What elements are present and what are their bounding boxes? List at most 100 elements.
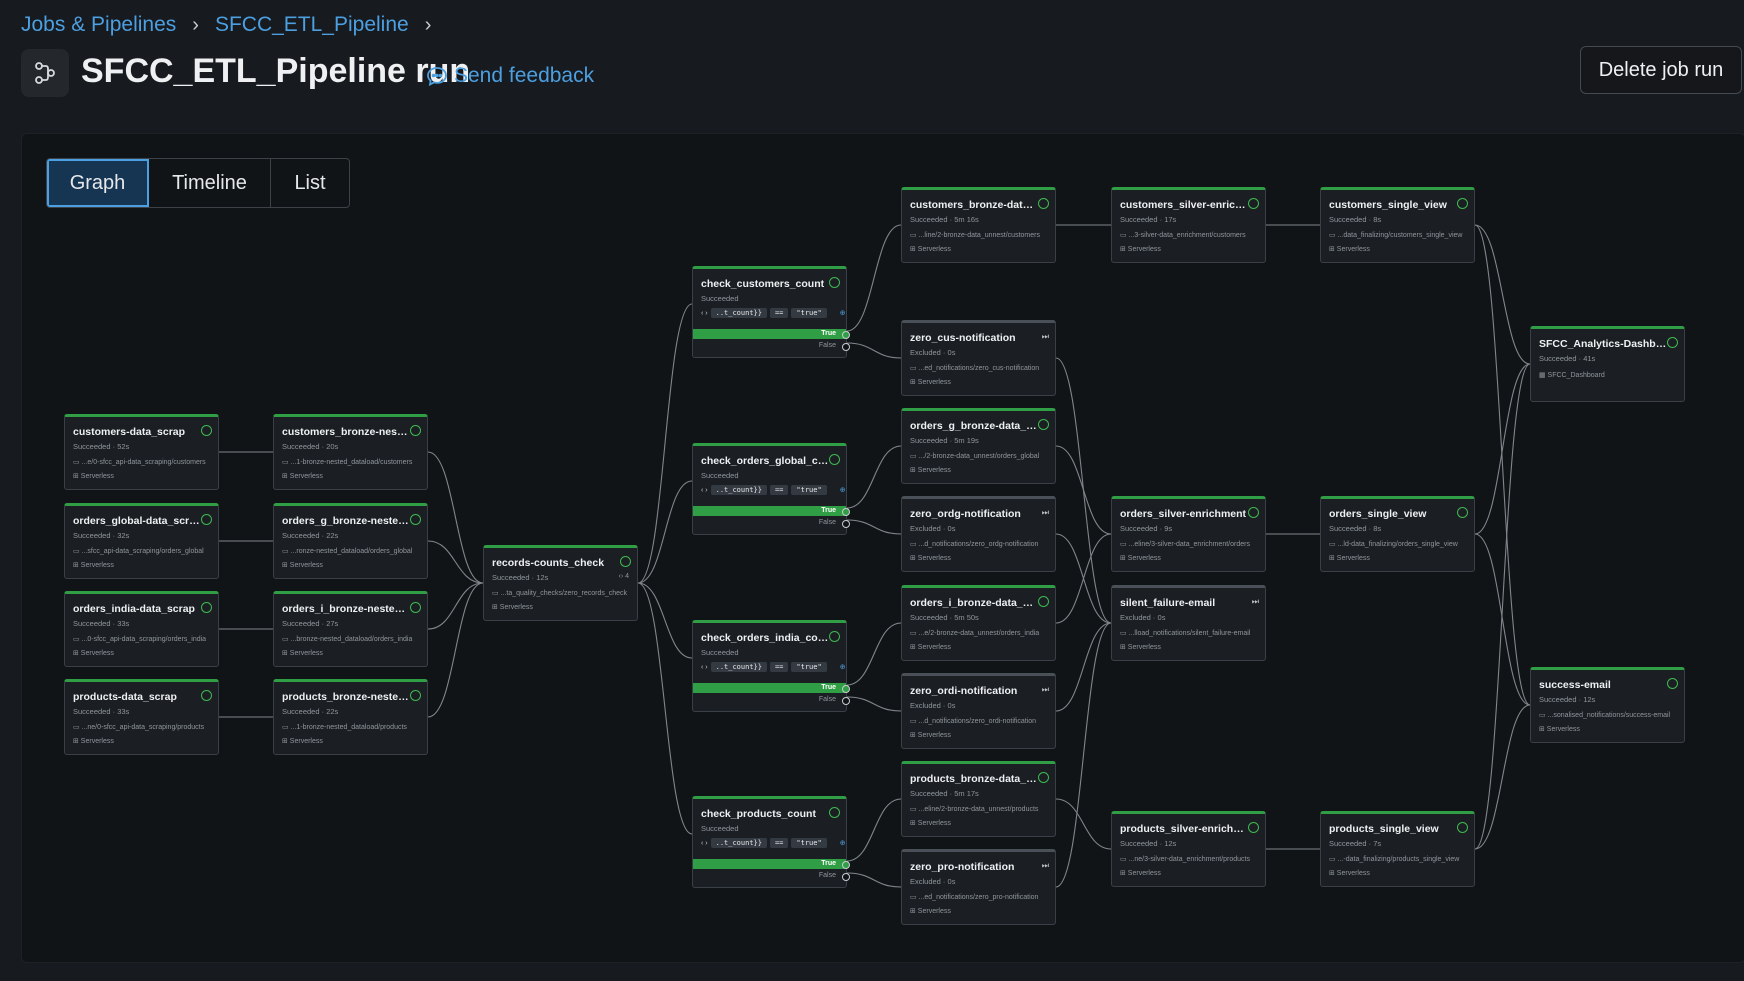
true-output-port[interactable] bbox=[842, 861, 850, 869]
tab-list[interactable]: List bbox=[294, 171, 326, 194]
skip-icon: ⏭ bbox=[1251, 597, 1259, 606]
zoom-icon[interactable]: ⊕ bbox=[839, 840, 846, 847]
notebook-path: ▭ ...sonalised_notifications/success-ema… bbox=[1539, 712, 1671, 719]
task-status: Excluded · 0s bbox=[1120, 613, 1166, 622]
task-node[interactable]: silent_failure-email⏭Excluded · 0s▭ ...l… bbox=[1111, 585, 1266, 661]
condition-operand: == bbox=[769, 662, 789, 672]
task-node[interactable]: zero_ordg-notification⏭Excluded · 0s▭ ..… bbox=[901, 496, 1056, 572]
success-check-icon bbox=[1038, 198, 1049, 209]
zoom-icon[interactable]: ⊕ bbox=[839, 310, 846, 317]
false-branch: False bbox=[818, 872, 836, 879]
zoom-icon[interactable]: ⊕ bbox=[839, 664, 846, 671]
false-branch: False bbox=[818, 342, 836, 349]
tab-timeline[interactable]: Timeline bbox=[149, 159, 271, 207]
false-output-port[interactable] bbox=[842, 520, 850, 528]
true-output-port[interactable] bbox=[842, 508, 850, 516]
task-status: Succeeded bbox=[701, 824, 739, 833]
true-branch: True bbox=[693, 329, 846, 339]
success-check-icon bbox=[829, 454, 840, 465]
notebook-path: ▭ ...0-sfcc_api-data_scraping/orders_ind… bbox=[73, 636, 207, 643]
notebook-path: ▭ ...3-silver-data_enrichment/customers bbox=[1120, 232, 1246, 239]
notebook-path: ▭ ...data_finalizing/customers_single_vi… bbox=[1329, 232, 1463, 239]
success-check-icon bbox=[1038, 596, 1049, 607]
compute-label: ⊞ Serverless bbox=[282, 562, 323, 569]
task-status: Succeeded · 9s bbox=[1120, 524, 1173, 533]
breadcrumb-jobs-link[interactable]: Jobs & Pipelines bbox=[21, 13, 177, 36]
task-node[interactable]: customers_bronze-nested_l...Succeeded · … bbox=[273, 414, 428, 490]
tab-graph[interactable]: Graph bbox=[47, 159, 149, 207]
compute-label: ⊞ Serverless bbox=[910, 908, 951, 915]
compute-label: ⊞ Serverless bbox=[1120, 870, 1161, 877]
task-node[interactable]: zero_pro-notification⏭Excluded · 0s▭ ...… bbox=[901, 849, 1056, 925]
compute-label: ⊞ Serverless bbox=[1120, 246, 1161, 253]
delete-job-run-button[interactable]: Delete job run bbox=[1580, 46, 1742, 94]
task-name: orders_silver-enrichment bbox=[1120, 508, 1247, 520]
task-node[interactable]: products_bronze-nested_lo...Succeeded · … bbox=[273, 679, 428, 755]
condition-operand: ..t_count}} bbox=[710, 308, 767, 318]
success-check-icon bbox=[829, 631, 840, 642]
task-name: check_products_count bbox=[701, 808, 816, 820]
task-node[interactable]: orders_g_bronze-data_unn...Succeeded · 5… bbox=[901, 408, 1056, 484]
task-node[interactable]: products_bronze-data_unn...Succeeded · 5… bbox=[901, 761, 1056, 837]
condition-operand: ..t_count}} bbox=[710, 662, 767, 672]
send-feedback-label: Send feedback bbox=[454, 64, 595, 87]
compute-label: ⊞ Serverless bbox=[1539, 726, 1580, 733]
notebook-path: ▭ ...-data_finalizing/products_single_vi… bbox=[1329, 856, 1460, 863]
success-check-icon bbox=[410, 602, 421, 613]
compute-label: ⊞ Serverless bbox=[910, 467, 951, 474]
compute-label: ⊞ Serverless bbox=[1329, 870, 1370, 877]
task-status: Succeeded · 8s bbox=[1329, 215, 1382, 224]
true-output-port[interactable] bbox=[842, 331, 850, 339]
success-check-icon bbox=[1457, 507, 1468, 518]
code-icon: ‹ › bbox=[701, 839, 708, 847]
success-check-icon bbox=[829, 807, 840, 818]
compute-label: ⊞ Serverless bbox=[73, 562, 114, 569]
notebook-path: ▭ ...ne/0-sfcc_api-data_scraping/product… bbox=[73, 724, 205, 731]
zoom-icon[interactable]: ⊕ bbox=[839, 487, 846, 494]
task-name: orders_g_bronze-nested_lo... bbox=[282, 515, 410, 527]
send-feedback-link[interactable]: Send feedback bbox=[426, 64, 594, 88]
task-name: orders_india-data_scrap bbox=[73, 603, 195, 615]
true-output-port[interactable] bbox=[842, 685, 850, 693]
condition-operand: ..t_count}} bbox=[710, 485, 767, 495]
notebook-path: ▭ ...ed_notifications/zero_cus-notificat… bbox=[910, 365, 1040, 372]
condition-operand: == bbox=[769, 308, 789, 318]
task-status: Succeeded · 33s bbox=[73, 619, 130, 628]
task-status: Succeeded · 33s bbox=[73, 707, 130, 716]
success-check-icon bbox=[410, 425, 421, 436]
task-status: Succeeded · 41s bbox=[1539, 354, 1596, 363]
task-node[interactable]: SFCC_Analytics-Dashboard...Succeeded · 4… bbox=[1530, 326, 1685, 402]
success-check-icon bbox=[1457, 822, 1468, 833]
breadcrumb-job-link[interactable]: SFCC_ETL_Pipeline bbox=[214, 13, 409, 36]
task-node[interactable]: orders_i_bronze-data_unnestSucceeded · 5… bbox=[901, 585, 1056, 661]
task-node[interactable]: orders_i_bronze-nested_loadSucceeded · 2… bbox=[273, 591, 428, 667]
false-output-port[interactable] bbox=[842, 697, 850, 705]
workflow-icon bbox=[21, 49, 69, 97]
success-check-icon bbox=[1667, 678, 1678, 689]
notebook-path: ▭ ...ronze-nested_dataload/orders_global bbox=[282, 548, 413, 555]
task-node[interactable]: zero_cus-notification⏭Excluded · 0s▭ ...… bbox=[901, 320, 1056, 396]
task-node[interactable]: zero_ordi-notification⏭Excluded · 0s▭ ..… bbox=[901, 673, 1056, 749]
success-check-icon bbox=[1248, 507, 1259, 518]
task-node[interactable]: customers_bronze-data_un...Succeeded · 5… bbox=[901, 187, 1056, 263]
false-output-port[interactable] bbox=[842, 873, 850, 881]
task-name: zero_ordg-notification bbox=[910, 508, 1021, 520]
false-output-port[interactable] bbox=[842, 343, 850, 351]
task-node[interactable]: orders_g_bronze-nested_lo...Succeeded · … bbox=[273, 503, 428, 579]
